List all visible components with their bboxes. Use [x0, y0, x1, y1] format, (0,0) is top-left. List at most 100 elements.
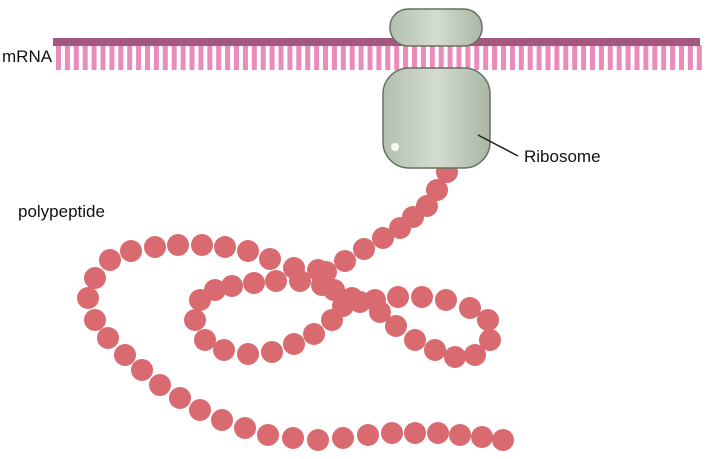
ribosome-leader-line: [477, 134, 519, 157]
mrna-label: mRNA: [2, 47, 53, 66]
mrna-base: [296, 45, 302, 70]
mrna-base: [305, 45, 311, 70]
amino-acid-bead: [169, 387, 191, 409]
mrna-base: [56, 45, 61, 70]
amino-acid-bead: [477, 309, 499, 331]
mrna-base: [376, 45, 382, 70]
amino-acid-bead: [424, 339, 446, 361]
ribosome-highlight: [391, 143, 399, 151]
amino-acid-bead: [259, 248, 281, 270]
mrna-base: [545, 45, 551, 70]
amino-acid-bead: [97, 327, 119, 349]
amino-acid-bead: [243, 272, 265, 294]
amino-acid-bead: [167, 234, 189, 256]
mrna-base: [625, 45, 631, 70]
mrna-base: [260, 45, 266, 70]
amino-acid-bead: [214, 236, 236, 258]
mrna-base: [385, 45, 391, 70]
polypeptide-chain: [77, 161, 514, 451]
amino-acid-bead: [184, 309, 206, 331]
amino-acid-bead: [114, 344, 136, 366]
mrna-base: [394, 45, 400, 70]
amino-acid-bead: [149, 374, 171, 396]
amino-acid-bead: [99, 249, 121, 271]
amino-acid-bead: [283, 257, 305, 279]
amino-acid-bead: [257, 424, 279, 446]
mrna-base: [349, 45, 355, 70]
mrna-base: [679, 45, 684, 70]
mrna-base: [412, 45, 417, 70]
mrna-base: [323, 45, 328, 70]
mrna-base: [136, 45, 142, 70]
mrna-base: [518, 45, 524, 70]
mrna-bases: [56, 45, 702, 70]
amino-acid-bead: [194, 329, 216, 351]
mrna-base: [616, 45, 622, 70]
mrna-base: [331, 45, 337, 70]
mrna-base: [696, 45, 702, 70]
amino-acid-bead: [204, 279, 226, 301]
mrna-base: [634, 45, 640, 70]
polypeptide-label: polypeptide: [18, 202, 105, 221]
mrna-base: [429, 45, 435, 70]
mrna-base: [100, 45, 106, 70]
amino-acid-bead: [84, 267, 106, 289]
mrna-base: [145, 45, 150, 70]
amino-acid-bead: [334, 250, 356, 272]
mrna-base: [358, 45, 364, 70]
amino-acid-bead: [213, 339, 235, 361]
amino-acid-bead: [444, 346, 466, 368]
mrna-base: [527, 45, 533, 70]
mrna-backbone: [53, 38, 700, 46]
mrna-base: [73, 45, 79, 70]
amino-acid-bead: [372, 227, 394, 249]
amino-acid-bead: [385, 315, 407, 337]
mrna-base: [661, 45, 667, 70]
amino-acid-bead: [435, 289, 457, 311]
amino-acid-bead: [283, 333, 305, 355]
amino-acid-bead: [144, 236, 166, 258]
ribosome-large-subunit: [382, 67, 491, 169]
mrna-base: [367, 45, 373, 70]
mrna-base: [340, 45, 346, 70]
amino-acid-bead: [237, 343, 259, 365]
mrna-base: [598, 45, 604, 70]
mrna-base: [465, 45, 471, 70]
amino-acid-bead: [131, 359, 153, 381]
amino-acid-bead: [189, 399, 211, 421]
ribosome-label: Ribosome: [524, 147, 601, 166]
mrna-base: [171, 45, 177, 70]
mrna-base: [536, 45, 542, 70]
mrna-base: [180, 45, 186, 70]
amino-acid-bead: [349, 291, 371, 313]
mrna-base: [563, 45, 569, 70]
mrna-base: [643, 45, 649, 70]
mrna-base: [652, 45, 658, 70]
mrna-base: [483, 45, 489, 70]
amino-acid-bead: [321, 309, 343, 331]
mrna-base: [82, 45, 88, 70]
mrna-base: [670, 45, 676, 70]
mrna-base: [554, 45, 560, 70]
amino-acid-bead: [332, 427, 354, 449]
mrna-base: [91, 45, 97, 70]
amino-acid-bead: [282, 427, 304, 449]
mrna-base: [242, 45, 248, 70]
mrna-base: [447, 45, 453, 70]
amino-acid-bead: [459, 297, 481, 319]
amino-acid-bead: [353, 238, 375, 260]
amino-acid-bead: [426, 179, 448, 201]
amino-acid-bead: [369, 301, 391, 323]
mrna-base: [162, 45, 168, 70]
amino-acid-bead: [211, 409, 233, 431]
mrna-base: [501, 45, 506, 70]
mrna-base: [153, 45, 159, 70]
amino-acid-bead: [404, 329, 426, 351]
mrna-base: [607, 45, 613, 70]
mrna-base: [492, 45, 498, 70]
mrna-base: [207, 45, 213, 70]
ribosome-small-subunit: [389, 8, 483, 47]
amino-acid-bead: [265, 270, 287, 292]
amino-acid-bead: [120, 240, 142, 262]
